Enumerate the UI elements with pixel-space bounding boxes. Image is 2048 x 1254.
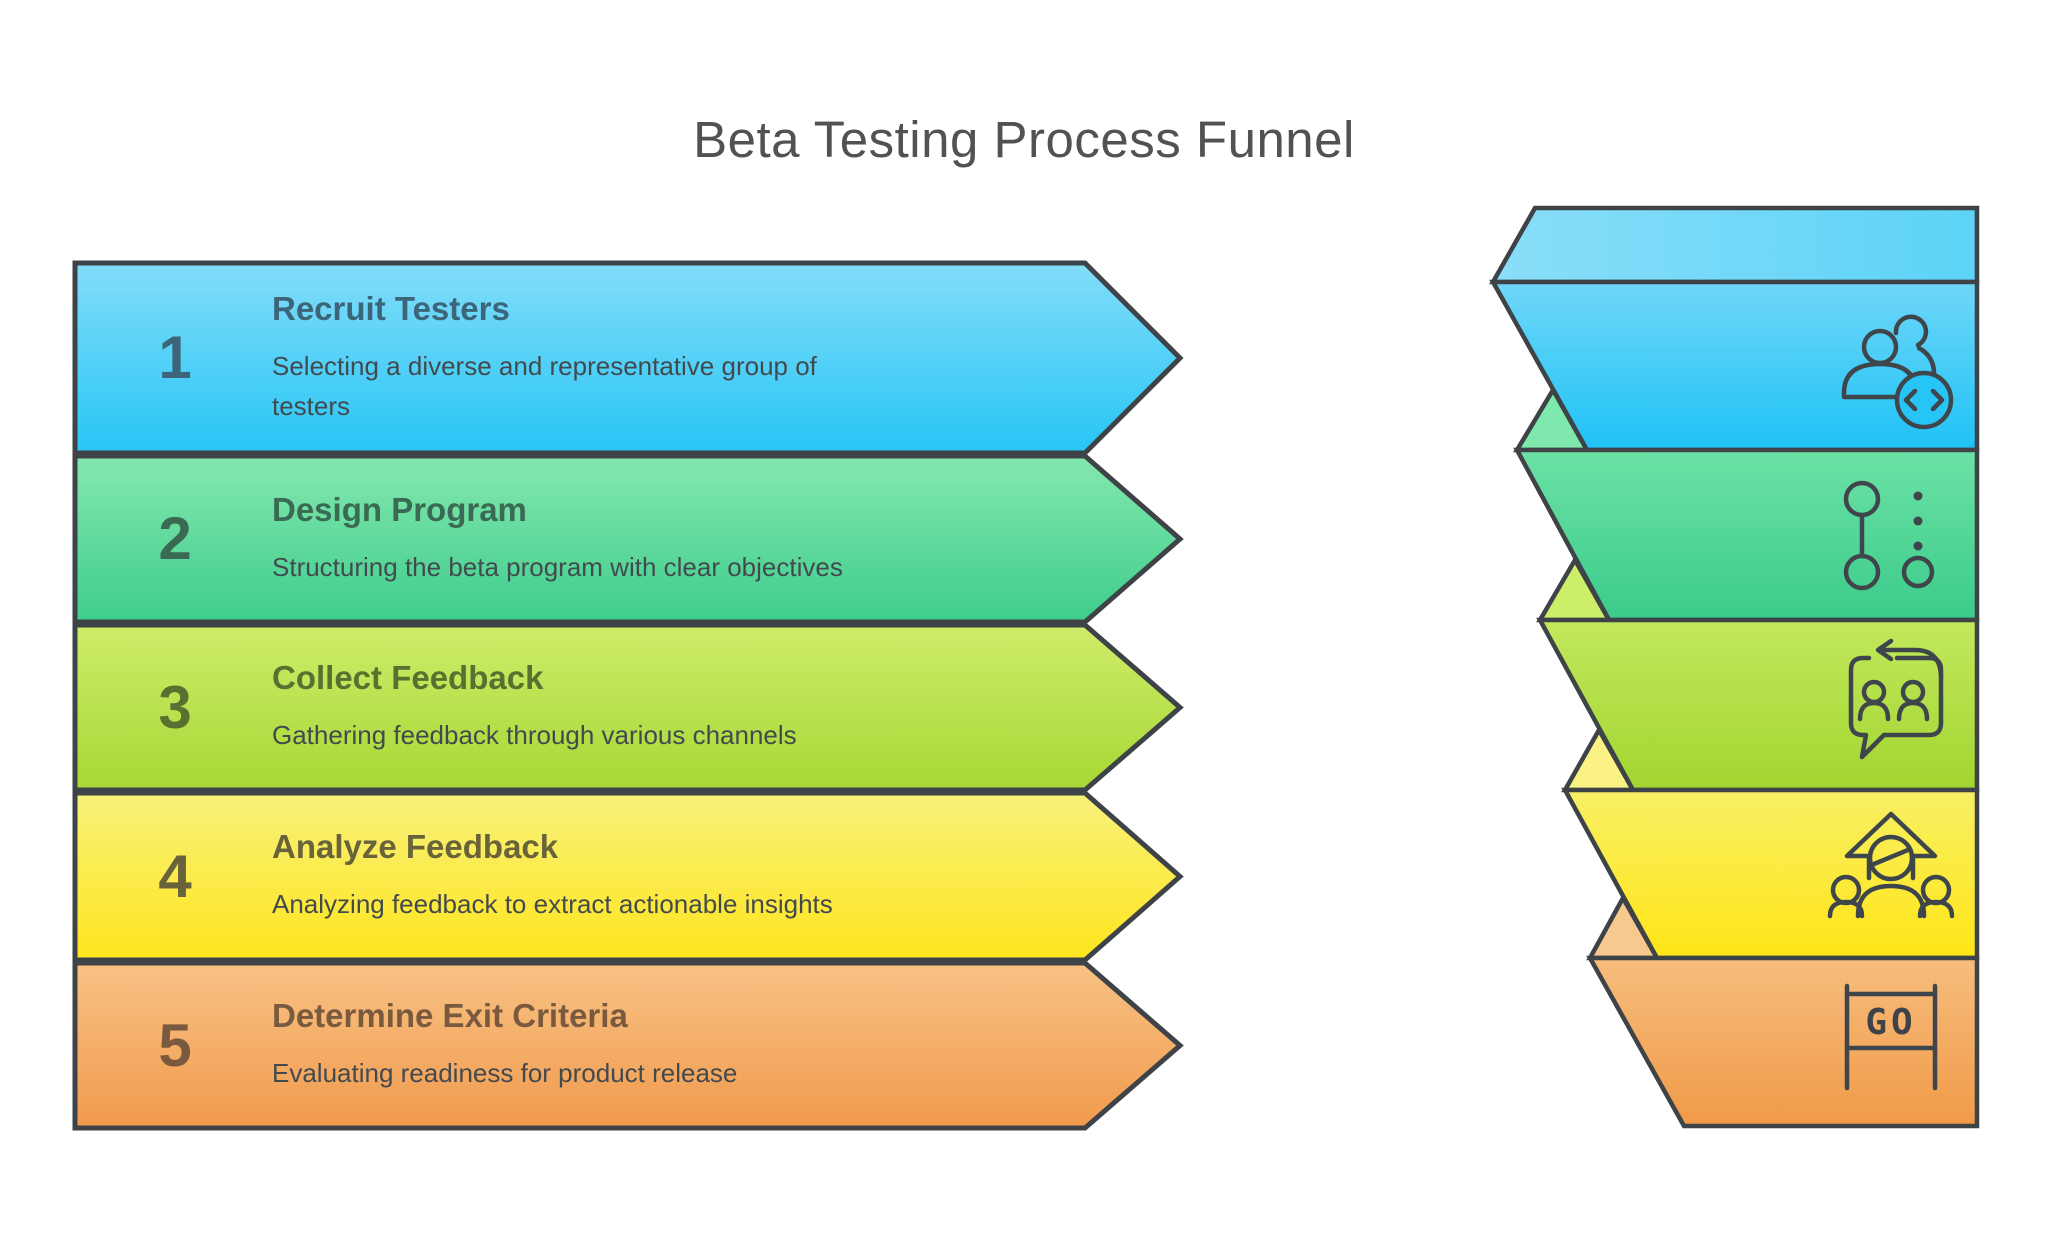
step-description-line: Evaluating readiness for product release xyxy=(272,1058,738,1089)
step-number: 4 xyxy=(158,842,192,910)
step-banner-5 xyxy=(72,960,1184,1131)
step-content-1: 1 Recruit Testers Selecting a diverse an… xyxy=(90,269,1070,447)
step-number: 1 xyxy=(158,324,192,391)
step-banner-1 xyxy=(72,260,1184,456)
design-program-icon xyxy=(1843,480,1935,591)
step-title: Analyze Feedback xyxy=(272,828,559,866)
step-number: 2 xyxy=(158,505,192,572)
step-number: 3 xyxy=(158,673,192,741)
step-description-line: Gathering feedback through various chann… xyxy=(272,720,797,751)
recruit-testers-icon xyxy=(1841,314,1954,430)
step-banner-4 xyxy=(72,790,1184,963)
funnel-top-strip xyxy=(1489,205,1980,285)
step-banner-3 xyxy=(72,622,1184,793)
go-sign-label: GO xyxy=(1865,1002,1916,1043)
page-title: Beta Testing Process Funnel xyxy=(693,111,1355,169)
step-banner-2 xyxy=(72,453,1184,625)
step-title: Collect Feedback xyxy=(272,659,544,697)
step-description-line: Analyzing feedback to extract actionable… xyxy=(272,889,833,920)
step-title: Recruit Testers xyxy=(272,289,510,327)
step-title: Design Program xyxy=(272,490,527,528)
step-description-line: testers xyxy=(272,391,351,421)
step-title: Determine Exit Criteria xyxy=(272,997,628,1035)
step-description-line: Structuring the beta program with clear … xyxy=(272,551,843,582)
step-content-4: 4 Analyze Feedback Analyzing feedback to… xyxy=(90,799,1070,954)
step-description-line: Selecting a diverse and representative g… xyxy=(272,350,817,381)
exit-criteria-icon xyxy=(1844,983,1938,1091)
analyze-feedback-icon xyxy=(1827,811,1955,919)
step-content-5: 5 Determine Exit Criteria Evaluating rea… xyxy=(90,969,1070,1122)
step-content-2: 2 Design Program Structuring the beta pr… xyxy=(90,462,1070,616)
funnel-band-5 xyxy=(1586,955,1980,1129)
step-number: 5 xyxy=(158,1011,192,1079)
step-content-3: 3 Collect Feedback Gathering feedback th… xyxy=(90,631,1070,784)
collect-feedback-icon xyxy=(1848,638,1944,760)
